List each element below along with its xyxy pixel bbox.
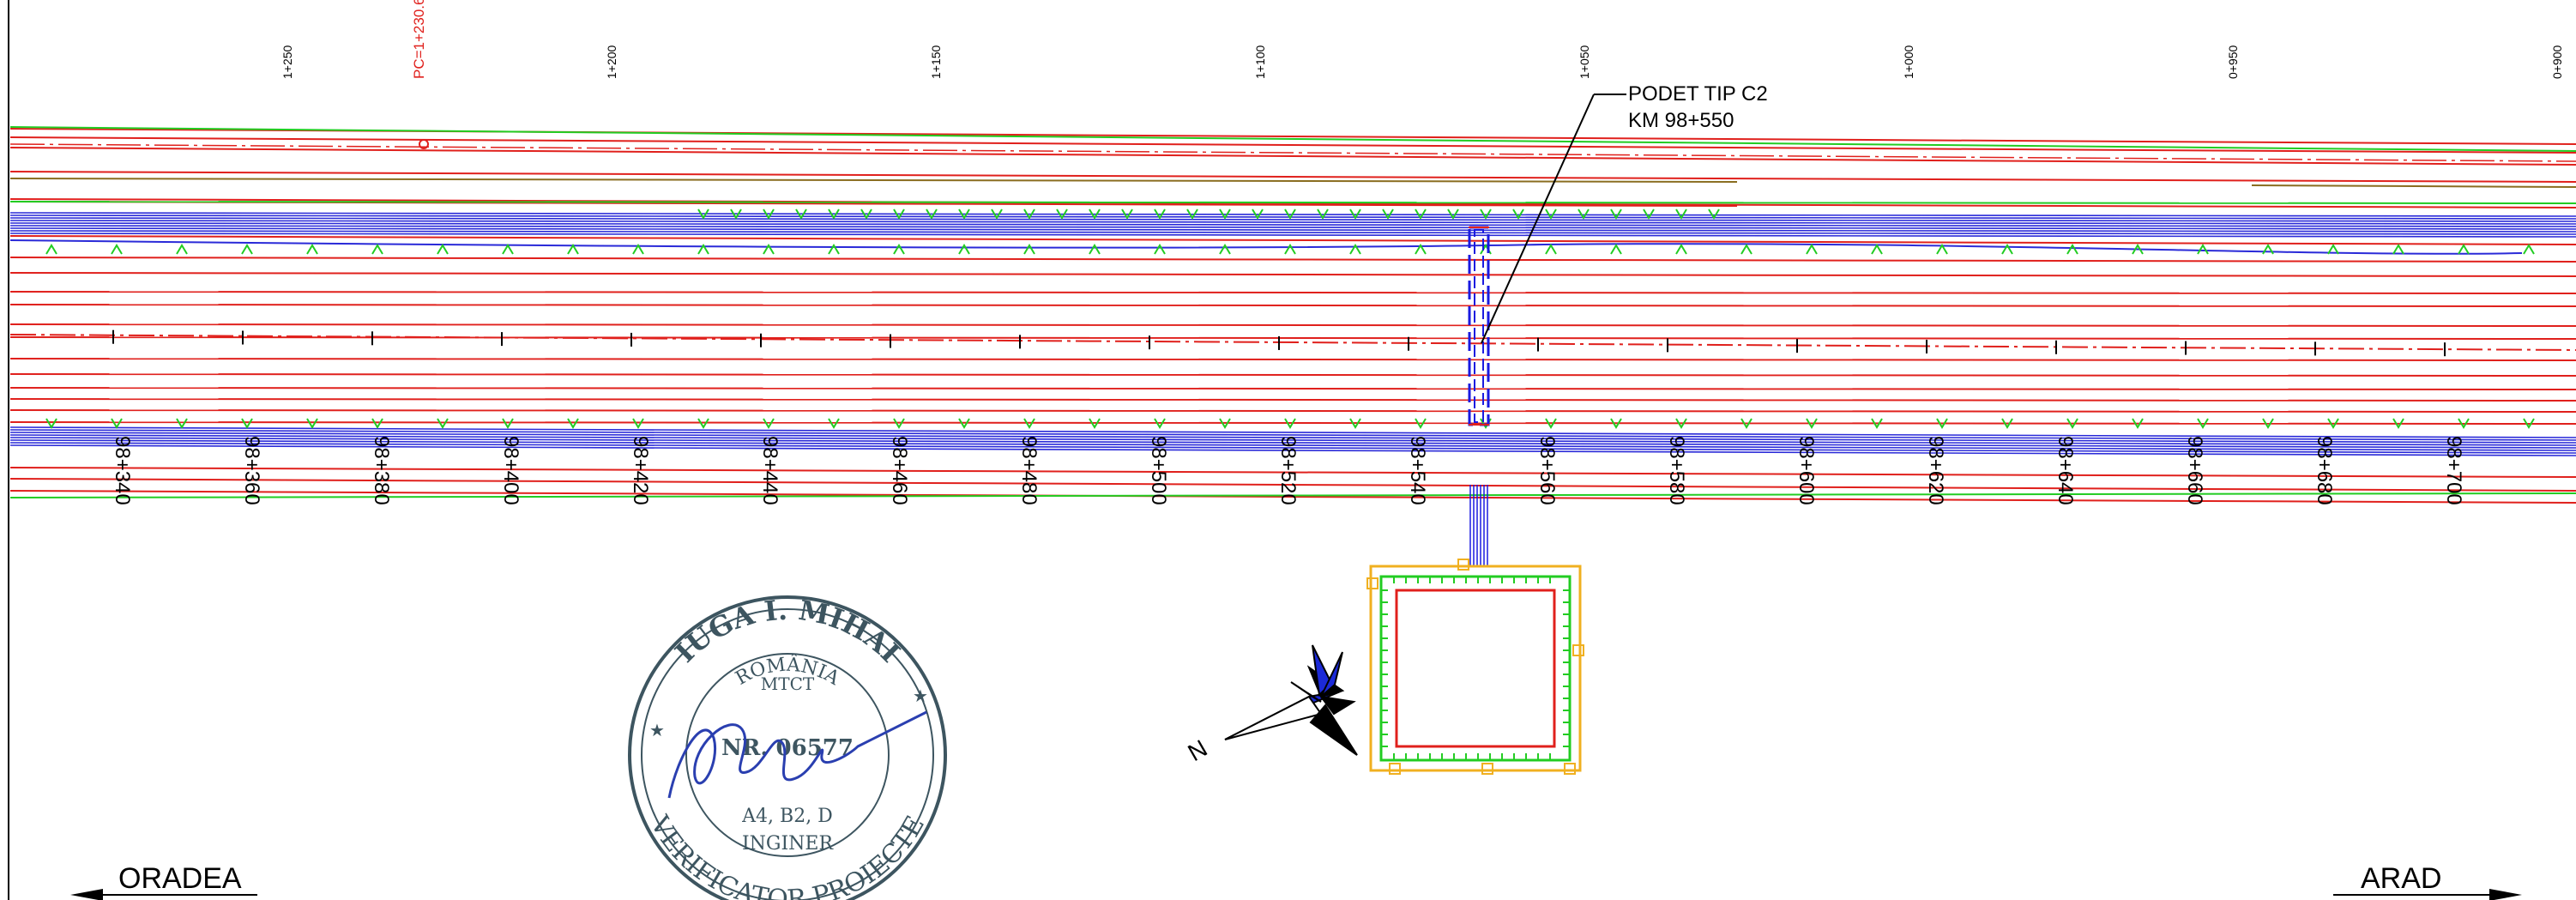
drainage-ditch-lines (9, 212, 2576, 456)
slope-symbols (45, 208, 2535, 429)
direction-right-label: ARAD (2361, 862, 2441, 895)
bottom-chainage-label: 98+380 (370, 436, 393, 505)
bottom-chainage-label: 98+520 (1276, 436, 1300, 505)
bottom-chainage-label: 98+420 (629, 436, 652, 505)
signature-icon (667, 710, 927, 799)
bottom-chainage-label: 98+480 (1017, 436, 1041, 505)
centerline-ticks (112, 329, 2446, 357)
bottom-chainage-labels: 98+340 98+360 98+380 98+400 98+420 98+440 98+4… (111, 436, 2465, 505)
bottom-chainage-label: 98+340 (111, 436, 134, 505)
stamp-ministry: MTCT (761, 673, 815, 694)
bottom-chainage-label: 98+700 (2442, 436, 2465, 505)
top-chainage-label: 1+200 (605, 45, 618, 79)
culvert-outlet-channel (1469, 485, 1488, 566)
top-chainage-label: 0+900 (2550, 45, 2564, 79)
top-chainage-label: 0+950 (2226, 45, 2240, 79)
bottom-chainage-label: 98+440 (758, 436, 781, 505)
pc-label: PC=1+230.62 (411, 0, 427, 79)
bottom-chainage-label: 98+500 (1147, 436, 1170, 505)
bottom-chainage-label: 98+540 (1406, 436, 1429, 505)
bottom-chainage-label: 98+580 (1665, 436, 1688, 505)
culvert-callout-line1: PODET TIP C2 (1628, 82, 1768, 106)
outlet-basin (1366, 559, 1584, 775)
top-chainage-label: 1+100 (1253, 45, 1267, 79)
bottom-chainage-label: 98+400 (499, 436, 522, 505)
top-chainage-labels: 1+250 1+200 1+150 1+100 1+050 1+000 0+950 0+900 (281, 45, 2564, 79)
direction-oradea: ORADEA (70, 862, 257, 900)
bottom-chainage-label: 98+680 (2313, 436, 2336, 505)
direction-left-label: ORADEA (118, 862, 242, 895)
bottom-chainage-label: 98+600 (1795, 436, 1818, 505)
north-arrow-icon (1224, 644, 1358, 756)
top-chainage-label: 1+250 (281, 45, 294, 79)
bottom-chainage-label: 98+460 (888, 436, 911, 505)
top-chainage-label: 1+150 (929, 45, 943, 79)
stamp-grades: A4, B2, D (741, 806, 833, 827)
bottom-chainage-label: 98+360 (240, 436, 263, 505)
culvert-callout-leader (1481, 94, 1595, 344)
north-label: N (1184, 734, 1212, 766)
bottom-chainage-label: 98+560 (1535, 436, 1559, 505)
svg-text:★: ★ (913, 687, 928, 706)
bottom-chainage-label: 98+660 (2183, 436, 2206, 505)
bottom-chainage-label: 98+620 (1924, 436, 1947, 505)
stamp-title: INGINER (742, 833, 835, 855)
direction-arad: ARAD (2333, 862, 2522, 900)
bottom-chainage-label: 98+640 (2054, 436, 2077, 505)
svg-text:★: ★ (649, 722, 665, 740)
road-linework (9, 126, 2576, 504)
culvert-callout-line2: KM 98+550 (1628, 109, 1734, 132)
top-chainage-label: 1+000 (1902, 45, 1915, 79)
engineer-stamp: ★ ★ IUGA I. MIHAI VERIFICATOR PROIECTE R… (628, 594, 947, 900)
top-chainage-label: 1+050 (1578, 45, 1591, 79)
